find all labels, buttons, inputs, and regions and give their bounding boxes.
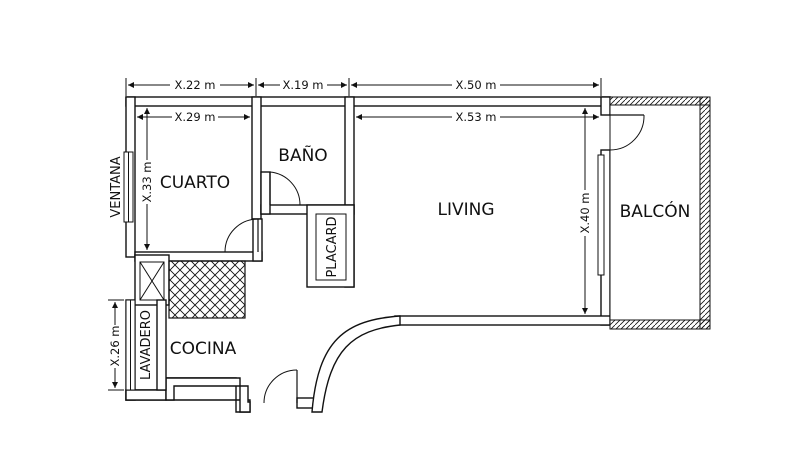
room-label-lavadero: LAVADERO: [139, 310, 154, 380]
window-label-ventana: VENTANA: [109, 156, 124, 217]
kitchen-tile-area: [168, 260, 246, 319]
window-ventana: [123, 151, 134, 223]
balcony: [597, 96, 711, 330]
dim-living-width: X.53 m: [455, 110, 496, 124]
door-entrance: [263, 369, 298, 404]
room-label-placard: PLACARD: [325, 216, 340, 277]
door-cuarto: [224, 218, 259, 253]
room-label-bano: BAÑO: [278, 144, 327, 166]
dim-top-right: X.50 m: [455, 78, 496, 92]
dim-cocina-height: X.26 m: [108, 325, 122, 366]
room-label-balcon: BALCÓN: [620, 200, 691, 222]
exterior-walls: [125, 96, 611, 413]
interior-walls: [134, 96, 355, 391]
dim-top-left: X.22 m: [174, 78, 215, 92]
door-living-balcony: [609, 114, 645, 151]
room-label-living: LIVING: [437, 200, 494, 220]
dim-cuarto-width: X.29 m: [174, 110, 215, 124]
room-label-cuarto: CUARTO: [160, 173, 230, 193]
dimension-lines: [108, 78, 602, 391]
dim-living-height: X.40 m: [578, 192, 592, 233]
room-label-cocina: COCINA: [170, 339, 237, 359]
door-bano: [269, 171, 301, 206]
dim-top-middle: X.19 m: [282, 78, 323, 92]
dim-cuarto-height: X.33 m: [140, 161, 154, 202]
